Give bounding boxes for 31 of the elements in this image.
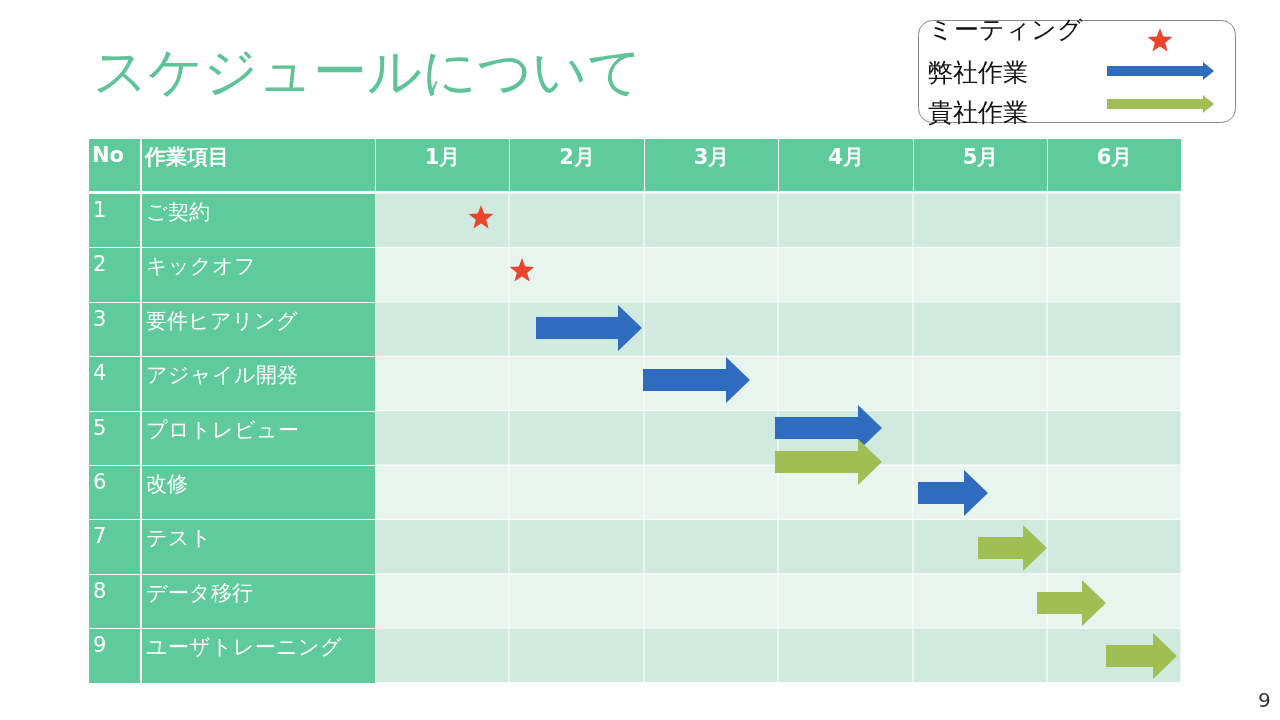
table-cell: プロトレビュー: [142, 411, 375, 465]
header-cell: 6月: [1048, 139, 1181, 191]
table-cell: 改修: [142, 466, 375, 520]
table-cell: テスト: [142, 520, 375, 574]
page-number: 9: [1258, 688, 1271, 712]
table-cell: 2: [89, 248, 140, 302]
header-cell: No: [89, 139, 140, 191]
table-cell: データ移行: [142, 574, 375, 629]
legend-text: 貴社作業: [928, 97, 1028, 129]
header-cell: 2月: [510, 139, 644, 191]
table-cell: 9: [89, 629, 140, 683]
header-cell: 5月: [914, 139, 1047, 191]
table-cell: 要件ヒアリング: [142, 302, 375, 357]
table-cell: 8: [89, 574, 140, 629]
table-cell: 4: [89, 357, 140, 411]
table-cell: ご契約: [142, 194, 375, 248]
title: スケジュールについて: [93, 39, 642, 105]
table-cell: ユーザトレーニング: [142, 629, 375, 683]
table-cell: 1: [89, 194, 140, 248]
table-cell: アジャイル開発: [142, 357, 375, 411]
table-cell: キックオフ: [142, 248, 375, 302]
table-cell: 5: [89, 411, 140, 465]
table-cell: 6: [89, 466, 140, 520]
table-cell: 7: [89, 520, 140, 574]
header-cell: 4月: [779, 139, 913, 191]
header-cell: 3月: [645, 139, 778, 191]
header-cell: 作業項目: [142, 139, 375, 191]
legend-text: ミーティング: [928, 14, 1083, 46]
table-cell: 3: [89, 302, 140, 357]
header-cell: 1月: [376, 139, 509, 191]
legend-text: 弊社作業: [928, 57, 1028, 89]
